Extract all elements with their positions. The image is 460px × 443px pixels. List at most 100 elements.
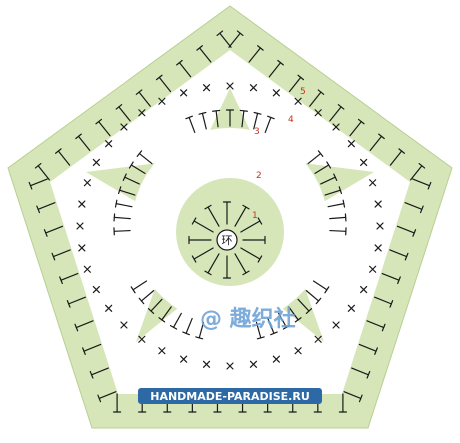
outer-stitch-bar [95,118,103,125]
star-stitch [297,298,310,312]
ring-cross-b [202,84,211,92]
outer-stitch-bar [66,300,71,308]
star-stitch [130,164,146,174]
outer-stitch-bar [36,205,41,214]
outer-stitch [60,272,79,281]
outer-stitch [412,178,431,187]
site-label-bg [138,388,322,404]
star-stitch-bar [128,161,134,169]
outer-stitch [118,106,131,122]
center-stitch [234,253,247,274]
outer-stitch-bar [216,30,224,37]
star-stitch [115,203,133,208]
outer-stitch [358,343,377,352]
ring-cross-b [272,355,280,363]
outer-stitch-bar [317,89,325,95]
round-number-5: 5 [300,87,306,97]
outer-stitch [410,165,423,181]
star-stitch-bar [270,331,278,336]
outer-stitch-bar [51,252,56,261]
outer-stitch-bar [337,104,345,110]
center-stitch-bar [242,270,250,276]
outer-stitch-bar [82,347,86,355]
outer-stitch-bar [75,133,82,140]
ring-cross-b [294,97,302,105]
outer-stitch [90,367,109,376]
ring-cross-b [369,179,377,187]
outer-stitch [329,106,342,122]
star-stitch-bar [198,111,207,115]
star-stitch [198,321,205,339]
outer-stitch [75,320,94,329]
outer-stitch-bar [277,59,284,66]
star-stitch-bar [324,286,330,294]
outer-stitch-bar [74,323,79,332]
outer-stitch-bar [418,162,426,169]
star-stitch [307,152,322,165]
center-stitch-bar [257,255,263,263]
center-stitch [193,247,214,260]
star-stitch-bar [317,150,324,157]
outer-stitch [199,47,212,63]
star-stitch-bar [282,325,291,330]
star-stitch [119,189,136,196]
center-stitch [240,220,261,233]
center-stitch [207,206,220,227]
outer-stitch [37,165,50,181]
ring-cross-b [83,179,91,187]
outer-stitch-bar [55,148,62,154]
ring-cross-b [249,84,258,92]
ring-cross-b [78,244,86,252]
outer-stitch [37,202,56,210]
star-stitch-bar [344,213,347,222]
ring-cross-b [332,321,340,329]
center-label: 环 [222,234,233,247]
round-number-4: 4 [288,115,294,125]
ring-cross-b [180,355,188,363]
star-stitch [140,290,155,302]
outer-stitch-bar [176,59,183,66]
star-stitch-bar [117,186,122,195]
outer-stitch-bar [236,30,244,37]
ring-cross-b [158,97,166,105]
ring-cross-b [347,140,355,148]
ring-cross-b [105,140,113,148]
round-number-1: 1 [252,211,258,221]
ring-cross-b [202,360,211,368]
star-stitch [327,203,345,208]
outer-stitch-bar [404,252,409,261]
outer-stitch-bar [59,276,63,285]
star-stitch [267,317,275,334]
ring-cross-b [360,158,368,167]
star-stitch [320,176,336,185]
ring-cross-b [92,158,100,167]
star-stitch [138,152,153,165]
star-stitch-bar [315,297,322,305]
star-stitch [329,229,347,232]
outer-stitch [52,249,71,258]
ring-cross-b [249,360,258,368]
stitch-symbols [28,30,432,413]
outer-stitch-bar [381,323,386,332]
outer-stitch-bar [419,205,424,214]
outer-stitch [228,32,241,48]
star-stitch [288,306,299,321]
outer-stitch [219,32,232,48]
center-stitch [207,253,220,274]
star-stitch [215,110,219,128]
star-stitch [201,112,207,130]
ring-cross-b [347,304,355,312]
star-stitch-bar [266,115,275,120]
outer-stitch-bar [97,394,102,403]
outer-stitch [389,249,408,258]
ring-cross-b [180,89,188,97]
star-stitch-bar [138,297,145,305]
outer-stitch [98,120,111,137]
ring-cross-b [138,335,146,343]
ring-cross-b [105,304,113,312]
outer-stitch-bar [357,118,365,125]
outer-stitch [158,76,172,93]
star-stitch [124,176,140,185]
ring-cross-b [158,347,166,355]
round-number-2: 2 [256,171,262,181]
